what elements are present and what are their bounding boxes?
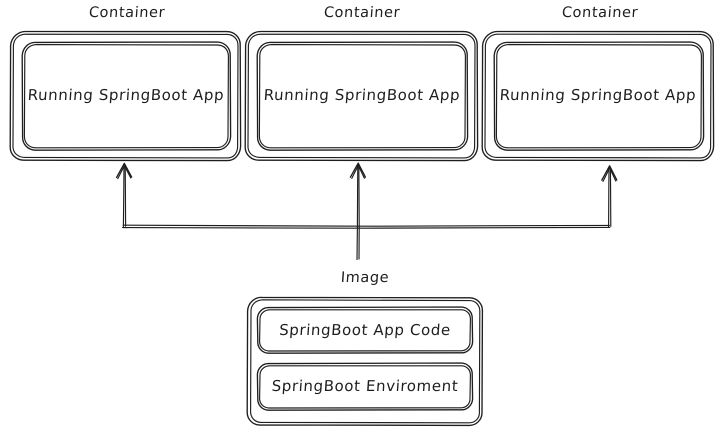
image-group-shape[interactable] xyxy=(246,296,484,427)
container-2-body-label: Running SpringBoot App xyxy=(263,86,461,104)
container-3-caption: Container xyxy=(561,5,639,21)
container-2-shape[interactable] xyxy=(244,30,479,162)
image-layer-app-code-label: SpringBoot App Code xyxy=(278,321,452,339)
container-1-caption: Container xyxy=(88,5,166,21)
container-1-body-label: Running SpringBoot App xyxy=(27,86,225,104)
container-3-body-label: Running SpringBoot App xyxy=(499,86,697,104)
image-group-caption: Image xyxy=(340,270,390,286)
container-3-shape[interactable] xyxy=(481,30,715,162)
image-layer-environment-label: SpringBoot Enviroment xyxy=(271,377,459,395)
container-1-shape[interactable] xyxy=(9,30,242,162)
container-2-caption: Container xyxy=(323,5,401,21)
connector-arrows xyxy=(115,162,618,261)
